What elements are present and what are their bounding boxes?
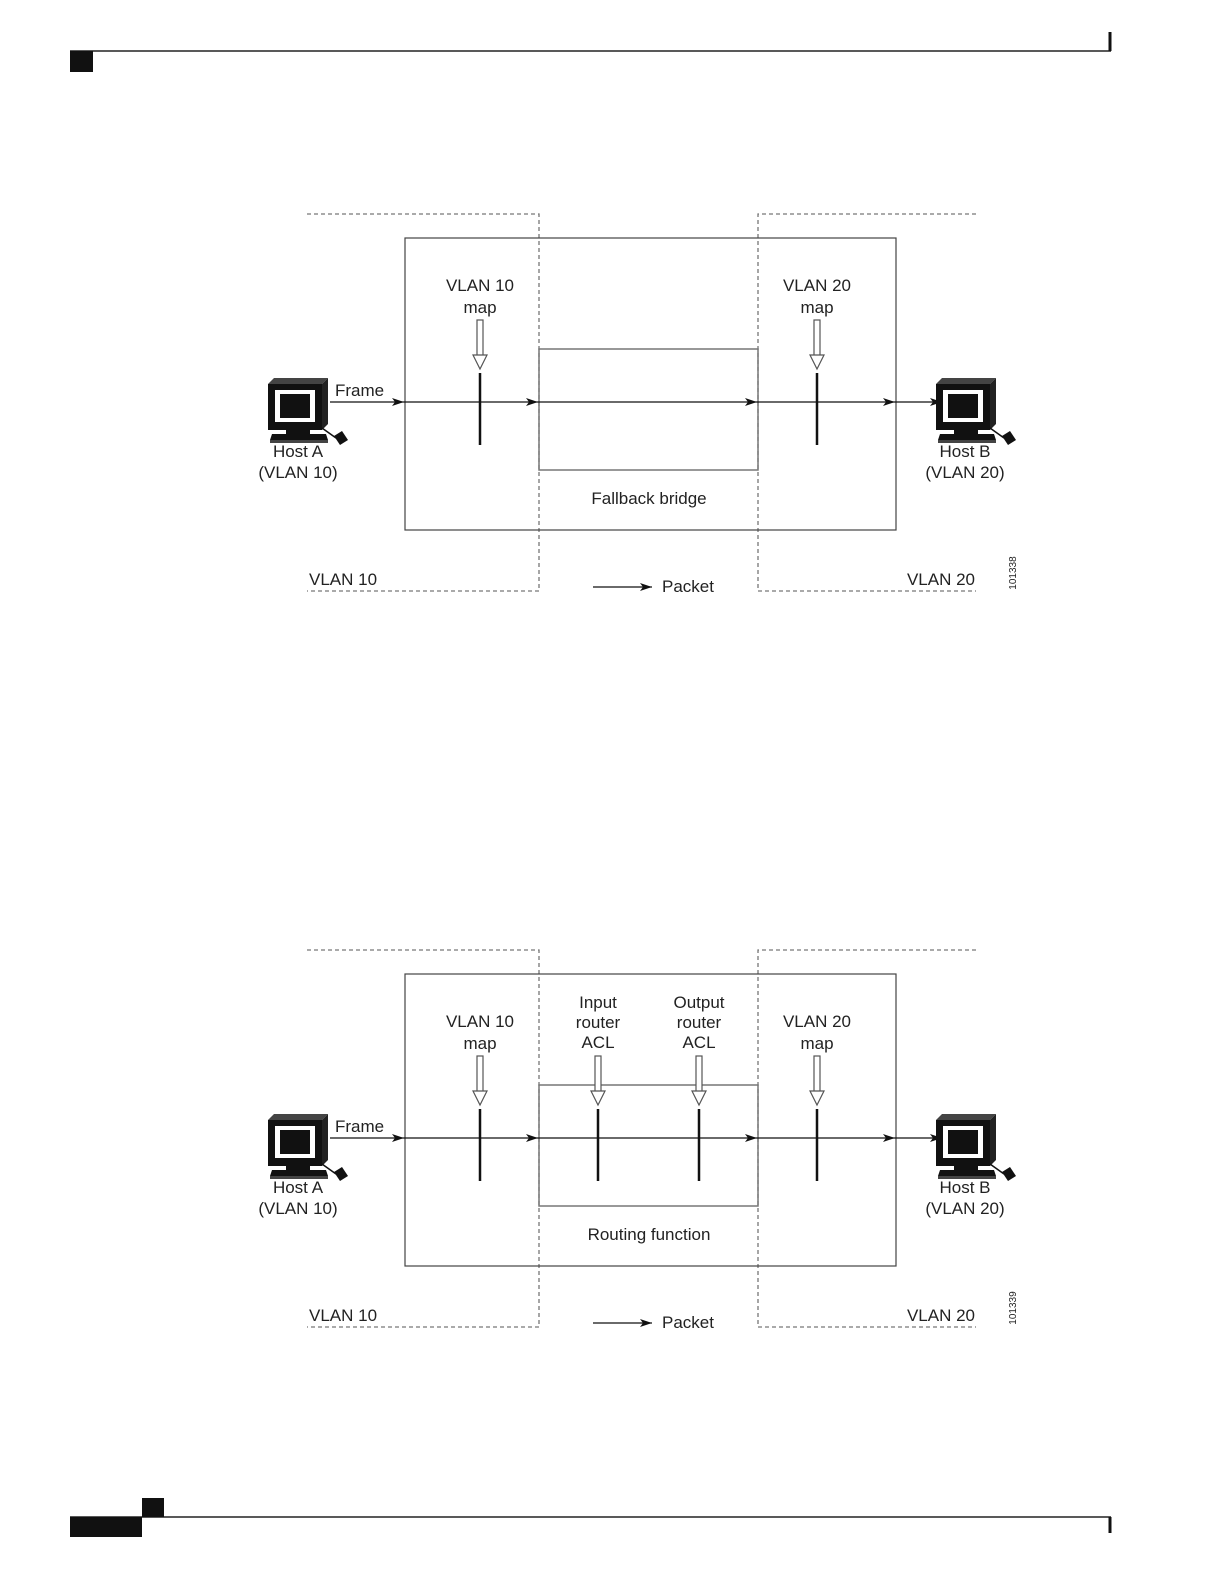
fallback-bridge-label: Fallback bridge	[591, 489, 706, 508]
output-acl-arrow	[692, 1056, 706, 1105]
packet-legend-label: Packet	[662, 577, 714, 596]
vlan10-map-arrow	[473, 320, 487, 369]
input-acl-label: router	[576, 1013, 621, 1032]
output-acl-label: router	[677, 1013, 722, 1032]
host-b-label: (VLAN 20)	[925, 463, 1004, 482]
fallback-bridge-box	[539, 349, 758, 470]
host-b-label: Host B	[939, 1178, 990, 1197]
input-acl-label: Input	[579, 993, 617, 1012]
page-footer	[70, 1498, 1111, 1537]
figure-id: 101338	[1008, 556, 1019, 590]
routing-function-box	[539, 1085, 758, 1206]
vlan10-map-label: VLAN 10	[446, 1012, 514, 1031]
vlan10-map-arrow	[473, 1056, 487, 1105]
vlan20-map-label: map	[800, 1034, 833, 1053]
vlan20-map-arrow	[810, 320, 824, 369]
frame-label: Frame	[335, 1117, 384, 1136]
page-header	[70, 32, 1111, 72]
host-b-label: Host B	[939, 442, 990, 461]
packet-legend: Packet	[593, 1313, 714, 1332]
host-b-computer-icon	[936, 378, 1016, 445]
packet-legend: Packet	[593, 577, 714, 596]
host-b-computer-icon	[936, 1114, 1016, 1181]
packet-legend-label: Packet	[662, 1313, 714, 1332]
host-a-label: Host A	[273, 1178, 324, 1197]
host-a-label: (VLAN 10)	[258, 463, 337, 482]
output-acl-label: Output	[673, 993, 724, 1012]
output-acl-label: ACL	[682, 1033, 715, 1052]
figure-id: 101339	[1008, 1291, 1019, 1325]
routing-function-label: Routing function	[588, 1225, 711, 1244]
host-a-label: Host A	[273, 442, 324, 461]
routing-function-diagram: Input router ACL Output router ACL VLAN …	[258, 950, 1019, 1332]
vlan10-map-label: map	[463, 1034, 496, 1053]
vlan20-map-label: map	[800, 298, 833, 317]
vlan10-region-label: VLAN 10	[309, 1306, 377, 1325]
vlan20-map-arrow	[810, 1056, 824, 1105]
vlan20-region-label: VLAN 20	[907, 1306, 975, 1325]
vlan20-region-label: VLAN 20	[907, 570, 975, 589]
vlan10-map-label: map	[463, 298, 496, 317]
host-b-label: (VLAN 20)	[925, 1199, 1004, 1218]
frame-label: Frame	[335, 381, 384, 400]
fallback-bridge-diagram: VLAN 10 map VLAN 20 map Frame Host A (VL…	[258, 214, 1019, 596]
vlan20-map-label: VLAN 20	[783, 276, 851, 295]
vlan20-map-label: VLAN 20	[783, 1012, 851, 1031]
host-a-label: (VLAN 10)	[258, 1199, 337, 1218]
vlan10-map-label: VLAN 10	[446, 276, 514, 295]
input-acl-label: ACL	[581, 1033, 614, 1052]
input-acl-arrow	[591, 1056, 605, 1105]
vlan10-region-label: VLAN 10	[309, 570, 377, 589]
